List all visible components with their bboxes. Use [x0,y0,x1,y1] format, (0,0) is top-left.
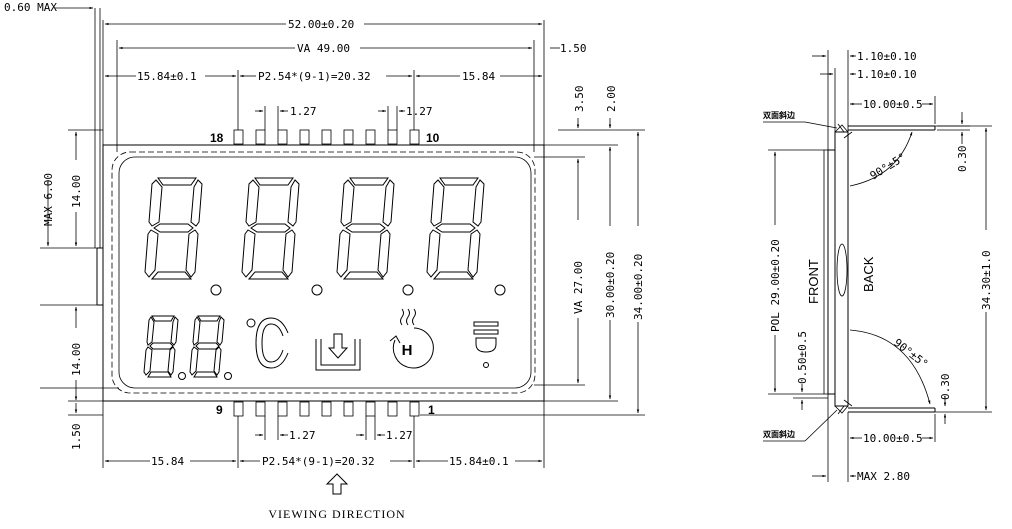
dim-side-offset: 0.50±0.5 [796,331,809,384]
dim-left-14-bottom: 14.00 [70,343,83,376]
lcd-outline [102,144,545,402]
dim-pin-width-top-left: 1.27 [290,105,317,118]
big-digit-3 [336,177,414,296]
celsius-icon [246,317,289,369]
dim-side-gap-bottom: 0.30 [939,374,952,401]
big-digit-4 [426,177,506,296]
dim-side-bottom-length: 10.00±0.5 [863,432,923,445]
view-area-dashed [111,151,536,394]
small-digit-2 [189,315,232,380]
dim-va-height: VA 27.00 [572,261,585,314]
dim-right-pitch-offset-bottom: 15.84±0.1 [449,455,509,468]
dim-side-top-length: 10.00±0.5 [863,98,923,111]
note-double-bevel-top: 双面斜边 [763,110,796,120]
lamp-icon [473,321,499,368]
dim-side-angle-bottom: 90°±5° [891,336,930,371]
dim-left-pitch-offset-bottom: 15.84 [151,455,184,468]
dim-side-max-thickness: MAX 2.80 [857,470,910,483]
pin-label-18: 18 [210,131,224,145]
bottom-pins [233,401,420,417]
dim-pin-pitch-bottom: P2.54*(9-1)=20.32 [262,455,375,468]
dim-pin-width-top-right: 1.27 [406,105,433,118]
dim-right-pitch-offset-top: 15.84 [462,70,495,83]
dim-bottom-margin: 1.50 [70,424,83,451]
dim-va-width: VA 49.00 [297,42,350,55]
dim-max-six: MAX 6.00 [42,173,55,226]
dim-pin-length-b: 2.00 [605,86,618,113]
dim-side-t1: 1.10±0.10 [857,50,917,63]
side-view: 1.10±0.10 1.10±0.10 10.00±0.5 0.30 90°±5… [763,50,993,483]
heating-h-icon: H [389,308,434,369]
front-view: 18 10 9 1 H [4,1,645,521]
dim-pin-length-a: 3.50 [573,86,586,113]
front-glass [827,149,836,395]
dim-side-t2: 1.10±0.10 [857,68,917,81]
dim-side-gap-top: 0.30 [956,146,969,173]
dim-outline-width: 52.00±0.20 [288,18,354,31]
dim-pin-width-bottom-left: 1.27 [289,429,316,442]
dim-side-pol: POL 29.00±0.20 [769,239,782,332]
back-glass [834,131,849,407]
note-double-bevel-bottom: 双面斜边 [763,429,796,439]
side-back-label: BACK [861,256,876,292]
dim-left-14-top: 14.00 [70,175,83,208]
dim-outline-height: 34.00±0.20 [632,254,645,320]
dim-pin-width-bottom-right: 1.27 [386,429,413,442]
top-pins [233,129,420,145]
dim-left-pitch-offset-top: 15.84±0.1 [137,70,197,83]
viewing-direction-label: VIEWING DIRECTION [268,507,405,521]
big-digit-2 [241,177,323,296]
glass-area [118,156,532,389]
side-front-label: FRONT [806,259,821,304]
big-digit-1 [144,177,222,296]
dim-right-margin: 1.50 [560,42,587,55]
dim-pin-pitch-top: P2.54*(9-1)=20.32 [258,70,371,83]
svg-text:H: H [402,342,413,359]
dim-glass-height: 30.00±0.20 [604,252,617,318]
pin-label-9: 9 [216,403,223,417]
dim-side-total: 34.30±1.0 [980,250,993,310]
pin-label-10: 10 [426,131,440,145]
small-digit-1 [143,315,186,380]
pin-label-1: 1 [428,403,435,417]
inlet-arrow-icon [315,333,361,371]
viewing-direction-arrow [325,473,349,495]
dim-thickness-max: 0.60 MAX [4,1,57,14]
dim-side-angle-top: 90°±5° [868,150,909,182]
